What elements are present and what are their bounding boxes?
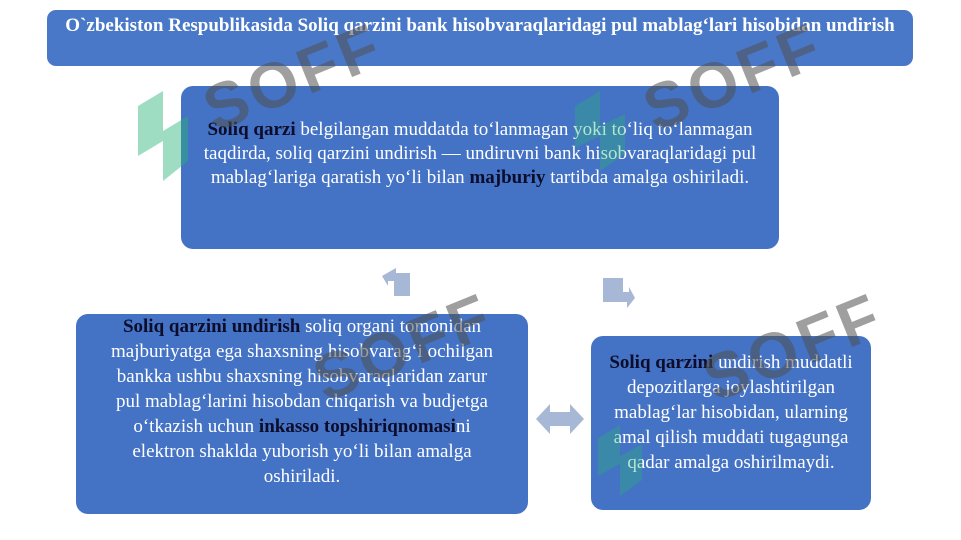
left-emphasis-term: inkasso topshiriqnomasi xyxy=(258,416,456,437)
arrow-right-down-icon xyxy=(603,278,635,308)
title-banner: O`zbekiston Respublikasida Soliq qarzini… xyxy=(47,10,913,66)
left-text-part1: soliq organi tomonidan majburiyatga ega … xyxy=(110,316,493,437)
right-lead-term: Soliq qarzini xyxy=(609,352,714,373)
left-text-part2: ni elektron shaklda yuborish yo‘li bilan… xyxy=(132,416,472,487)
left-procedure-box: Soliq qarzini undirish soliq organi tomo… xyxy=(76,314,528,514)
arrow-double-horizontal-icon xyxy=(536,404,584,434)
right-text-part1: undirish muddatli depozitlarga joylashti… xyxy=(613,352,853,473)
arrow-left-up-icon xyxy=(382,268,410,296)
right-exception-box: Soliq qarzini undirish muddatli depozitl… xyxy=(591,336,871,510)
top-lead-term: Soliq qarzi xyxy=(207,119,296,140)
top-definition-box: Soliq qarzi belgilangan muddatda to‘lanm… xyxy=(181,86,779,249)
title-text: O`zbekiston Respublikasida Soliq qarzini… xyxy=(65,15,895,36)
top-text-part2: tartibda amalga oshiriladi. xyxy=(545,167,750,188)
top-emphasis-term: majburiy xyxy=(469,167,546,188)
top-text-part1: belgilangan muddatda to‘lanmagan yoki to… xyxy=(203,119,757,188)
left-lead-term: Soliq qarzini undirish xyxy=(122,316,301,337)
